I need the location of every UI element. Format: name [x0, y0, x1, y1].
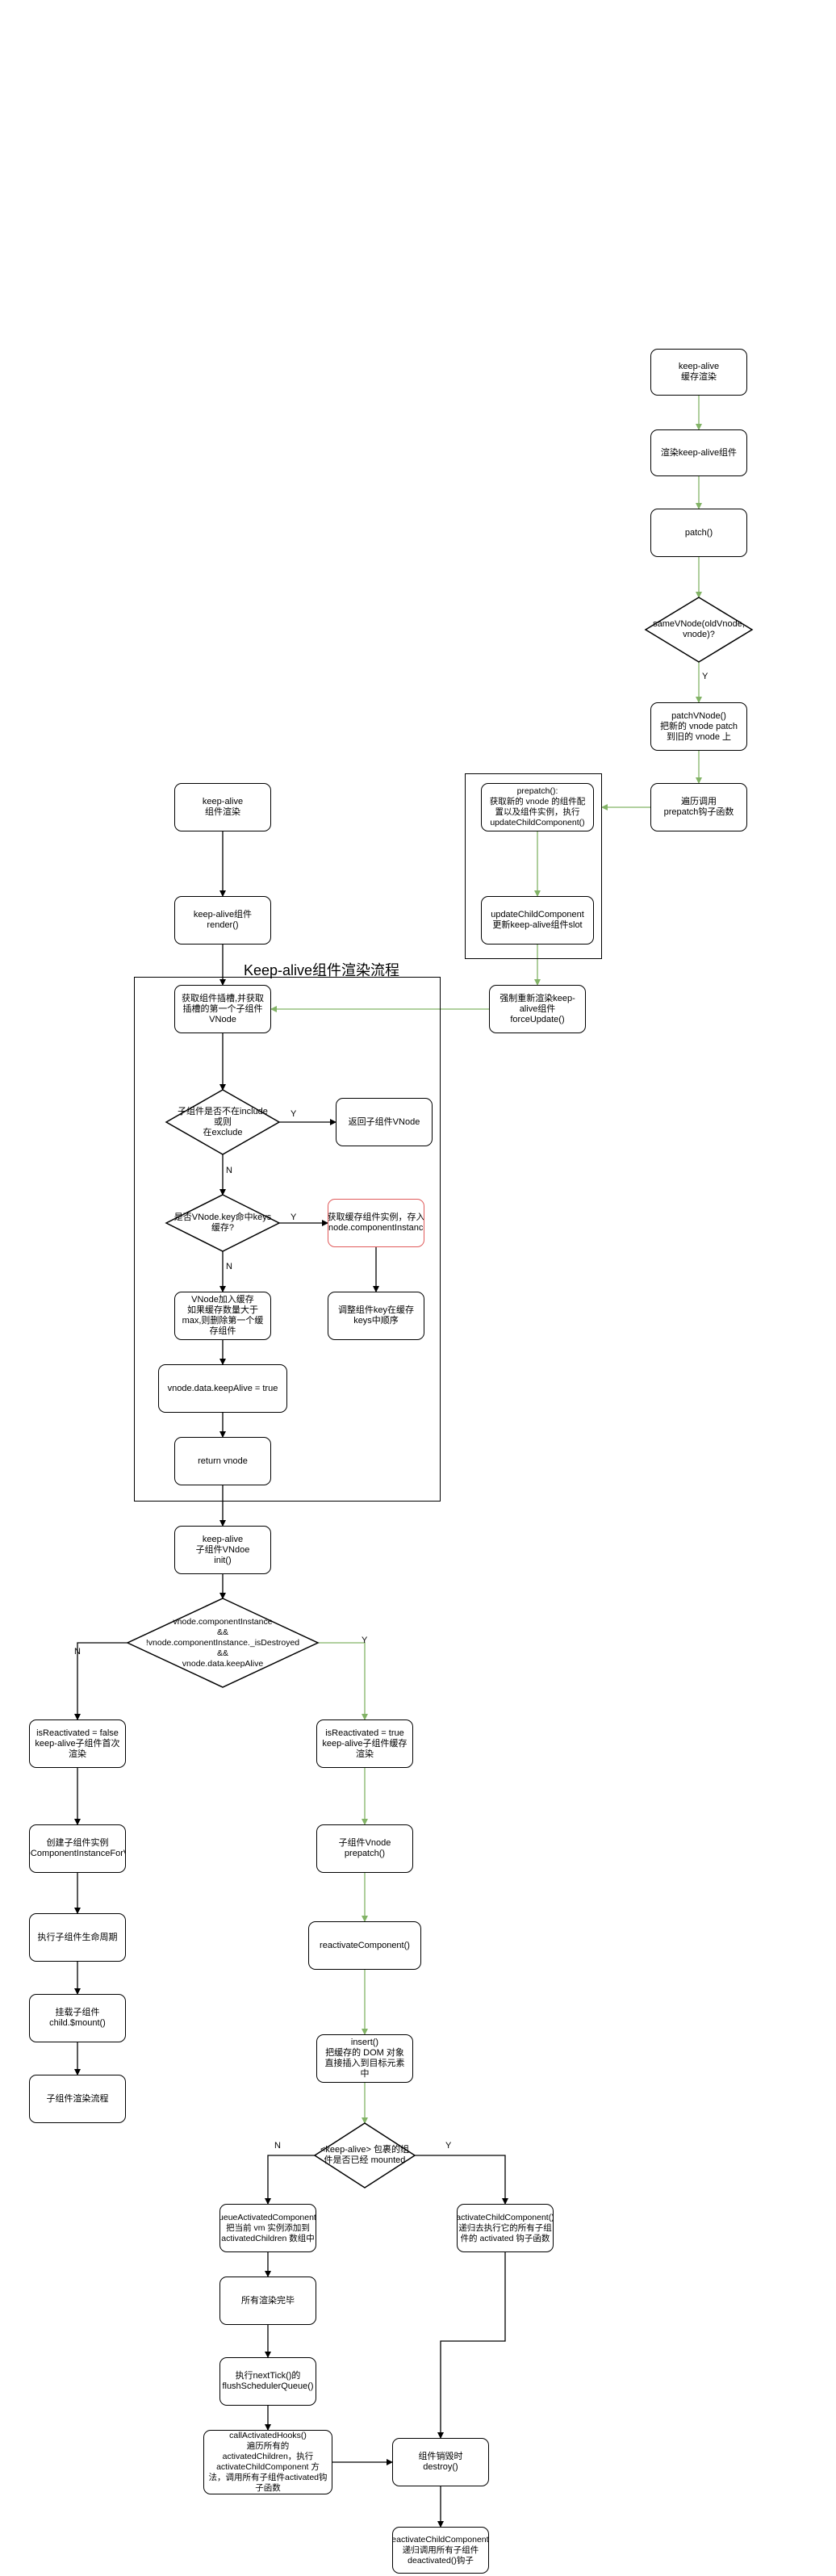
diagram-title: Keep-alive组件渲染流程 — [244, 962, 400, 978]
keepalive-render-group-frame — [134, 977, 441, 1502]
node-activate-child: activateChildComponent() 递归去执行它的所有子组 件的 … — [457, 2204, 554, 2252]
node-all-rendered: 所有渲染完毕 — [219, 2277, 316, 2325]
diamond-check-mounted — [313, 2122, 416, 2189]
edge-mounted-to-queue — [265, 2155, 315, 2205]
node-child-prepatch: 子组件Vnode prepatch() — [316, 1824, 413, 1873]
node-queue-activated: queueActivatedComponent() 把当前 vm 实例添加到 a… — [219, 2204, 316, 2252]
diamond-check-cache — [165, 1194, 281, 1252]
diamond-same-vnode — [644, 597, 754, 663]
node-traverse-prepatch: 遍历调用 prepatch钩子函数 — [650, 783, 747, 831]
node-render-ka-comp: 渲染keep-alive组件 — [650, 429, 747, 476]
node-is-react-true: isReactivated = true keep-alive子组件缓存 渲染 — [316, 1719, 413, 1768]
node-add-cache: VNode加入缓存 如果缓存数量大于 max,则删除第一个缓 存组件 — [174, 1292, 271, 1340]
edge-label-same-yes: Y — [702, 672, 709, 681]
node-destroy: 组件销毁时 destroy() — [392, 2438, 489, 2486]
node-ka-first-render: keep-alive 组件渲染 — [174, 783, 271, 831]
edge-activate-to-destroy — [437, 2252, 506, 2439]
prepatch-group-frame — [465, 773, 602, 959]
node-update-child: updateChildComponent 更新keep-alive组件slot — [481, 896, 594, 945]
edge-label-include-yes: Y — [291, 1109, 297, 1119]
node-return-vnode: return vnode — [174, 1437, 271, 1485]
node-reactivate: reactivateComponent() — [308, 1921, 421, 1970]
edge-label-instance-yes: Y — [362, 1636, 368, 1645]
node-check-instance: vnode.componentInstance && !vnode.compon… — [145, 1616, 300, 1669]
node-run-lifecycle: 执行子组件生命周期 — [29, 1913, 126, 1962]
edge-mounted-to-activate — [415, 2155, 508, 2205]
node-is-react-false: isReactivated = false keep-alive子组件首次 渲染 — [29, 1719, 126, 1768]
node-child-flow: 子组件渲染流程 — [29, 2075, 126, 2123]
node-call-hooks: callActivatedHooks() 遍历所有的 activatedChil… — [203, 2430, 332, 2494]
edge-instance-to-false — [74, 1642, 127, 1720]
node-set-keepalive: vnode.data.keepAlive = true — [158, 1364, 287, 1413]
node-same-vnode: sameVNode(oldVnode, vnode)? — [653, 619, 745, 639]
edge-instance-to-true — [318, 1642, 368, 1720]
node-ka-cache-render: keep-alive 缓存渲染 — [650, 349, 747, 396]
node-patch: patch() — [650, 509, 747, 557]
edge-label-mounted-yes: Y — [445, 2141, 452, 2151]
node-next-tick: 执行nextTick()的 flushSchedulerQueue() — [219, 2357, 316, 2406]
node-insert: insert() 把缓存的 DOM 对象 直接插入到目标元素 中 — [316, 2034, 413, 2083]
node-mount-child: 挂载子组件 child.$mount() — [29, 1994, 126, 2042]
node-check-cache: 是否VNode.key命中keys 缓存? — [173, 1213, 272, 1233]
node-get-cached: 获取缓存组件实例，存入 vnode.componentInstance — [328, 1199, 424, 1247]
node-patch-vnode: patchVNode() 把新的 vnode patch 到旧的 vnode 上 — [650, 702, 747, 751]
edge-label-include-no: N — [226, 1166, 232, 1175]
node-adjust-key: 调整组件key在缓存 keys中顺序 — [328, 1292, 424, 1340]
diamond-check-instance — [126, 1598, 320, 1688]
node-check-include: 子组件是否不在include 或则 在exclude — [178, 1106, 268, 1137]
node-ka-render-fn: keep-alive组件 render() — [174, 896, 271, 945]
node-create-instance: 创建子组件实例 createComponentInstanceForVnode — [29, 1824, 126, 1873]
edge-label-instance-no: N — [74, 1647, 81, 1657]
node-check-mounted: <keep-alive> 包裹的组 件是否已经 mounted — [320, 2145, 410, 2165]
edge-label-cache-yes: Y — [291, 1213, 297, 1222]
node-deactivate-child: deactivateChildComponent() 递归调用所有子组件 dea… — [392, 2527, 489, 2574]
edge-label-mounted-no: N — [274, 2141, 281, 2151]
node-prepatch: prepatch(): 获取新的 vnode 的组件配 置以及组件实例，执行 u… — [481, 783, 594, 831]
node-force-update: 强制重新渲染keep- alive组件 forceUpdate() — [489, 985, 586, 1033]
diamond-check-include — [165, 1089, 281, 1155]
node-child-init: keep-alive 子组件VNdoe init() — [174, 1526, 271, 1574]
node-return-child: 返回子组件VNode — [336, 1098, 433, 1146]
edge-label-cache-no: N — [226, 1262, 232, 1271]
node-get-slot: 获取组件插槽,并获取 插槽的第一个子组件 VNode — [174, 985, 271, 1033]
